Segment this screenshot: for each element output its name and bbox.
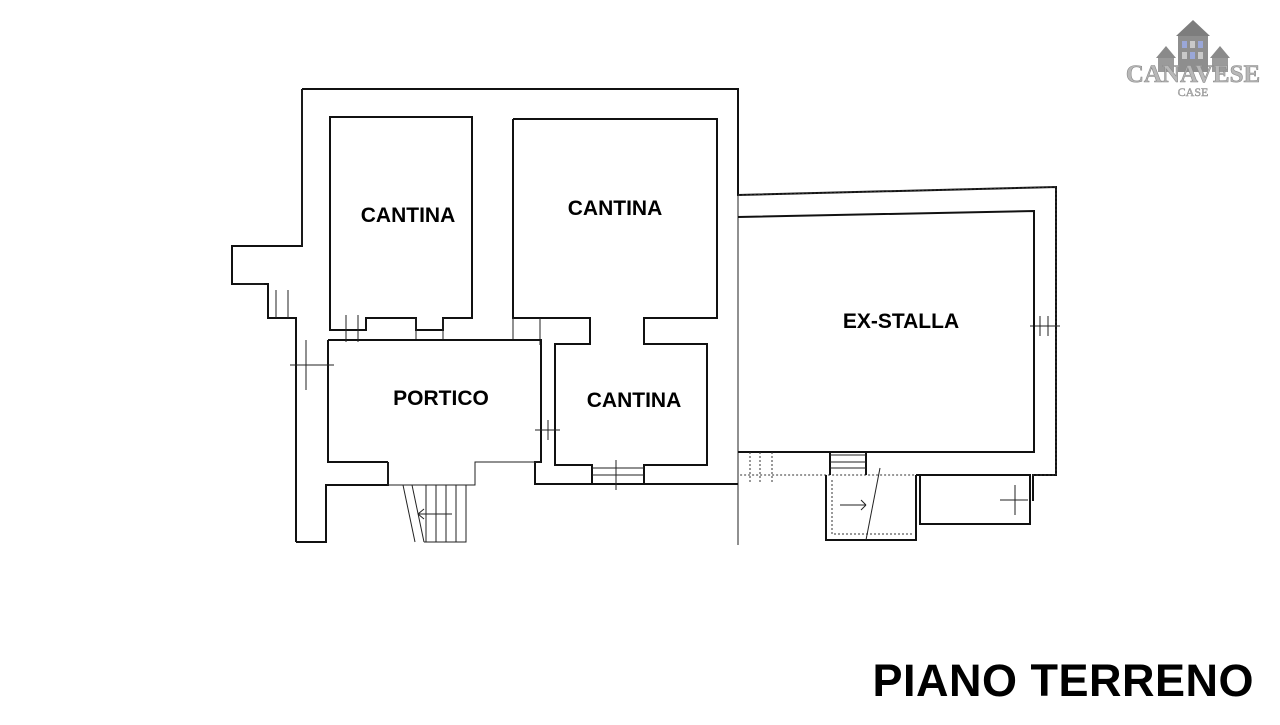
room-ex-stalla-walls: [737, 186, 1057, 484]
label-portico: PORTICO: [393, 387, 489, 410]
stairs-portico: [402, 484, 467, 543]
label-ex-stalla: EX-STALLA: [843, 310, 959, 333]
canavese-case-logo: CANAVESE CASE: [1126, 20, 1260, 99]
room-labels: CANTINA CANTINA CANTINA PORTICO EX-STALL…: [361, 197, 959, 412]
room-portico-walls: [327, 339, 738, 486]
annex-south: [825, 452, 1031, 541]
openings: [240, 283, 1060, 490]
logo-brand-text: CANAVESE: [1126, 61, 1260, 88]
label-cantina-2: CANTINA: [568, 197, 663, 220]
floor-title: PIANO TERRENO: [872, 655, 1254, 706]
room-cantina-2-walls: [512, 118, 718, 484]
houses-icon: [1156, 20, 1230, 72]
label-cantina-3: CANTINA: [587, 389, 682, 412]
logo-sub-text: CASE: [1178, 85, 1209, 99]
label-cantina-1: CANTINA: [361, 204, 456, 227]
room-cantina-1-walls: [329, 116, 473, 340]
